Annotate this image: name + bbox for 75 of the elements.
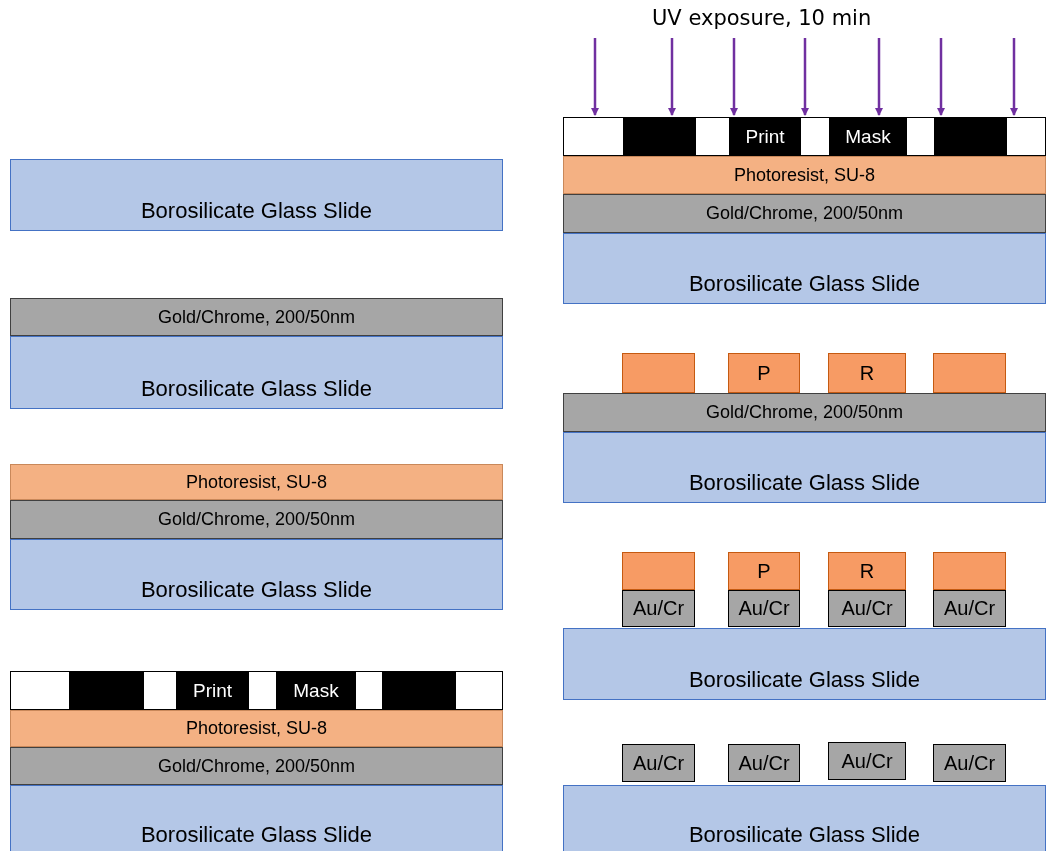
pad-label: Au/Cr [943, 751, 996, 775]
metal-pad [622, 744, 695, 782]
glass-slide-layer [563, 432, 1046, 503]
layer-label: Borosilicate Glass Slide [688, 470, 921, 496]
photoresist-layer [563, 156, 1046, 194]
metal-pad [828, 742, 906, 780]
photoresist-block [828, 552, 906, 590]
glass-slide-layer [563, 785, 1046, 851]
photoresist-block [728, 552, 800, 590]
layer-label: Photoresist, SU-8 [733, 164, 876, 186]
metal-layer [10, 747, 503, 785]
block-label: R [859, 361, 875, 385]
metal-layer [10, 500, 503, 539]
glass-slide-layer [10, 159, 503, 231]
mask-label: Mask [845, 126, 891, 148]
photoresist-block [933, 552, 1006, 590]
photoresist-block [622, 552, 695, 590]
layer-label: Gold/Chrome, 200/50nm [705, 203, 904, 224]
glass-slide-layer [563, 233, 1046, 304]
mask-block [829, 118, 907, 156]
layer-label: Borosilicate Glass Slide [688, 822, 921, 848]
mask-block [623, 118, 696, 156]
layer-label: Photoresist, SU-8 [185, 718, 328, 739]
metal-layer [10, 298, 503, 336]
layer-label: Borosilicate Glass Slide [688, 667, 921, 693]
layer-label: Borosilicate Glass Slide [140, 822, 373, 848]
metal-pad [728, 744, 800, 782]
photoresist-layer [10, 710, 503, 747]
mask-block [276, 672, 356, 710]
metal-layer [563, 194, 1046, 233]
pad-label: Au/Cr [841, 749, 893, 773]
photomask-bar [563, 117, 1046, 156]
glass-slide-layer [10, 785, 503, 851]
mask-block [934, 118, 1007, 156]
mask-label: Print [192, 680, 233, 702]
layer-label: Gold/Chrome, 200/50nm [157, 755, 356, 777]
process-note: UV exposure, 10 min [652, 6, 872, 30]
photomask-bar [10, 671, 503, 710]
mask-block [729, 118, 801, 156]
layer-label: Photoresist, SU-8 [185, 471, 328, 493]
mask-label: Print [745, 126, 785, 148]
photoresist-block [933, 353, 1006, 393]
photoresist-block [828, 353, 906, 393]
block-label: P [757, 361, 771, 385]
metal-pad [933, 590, 1006, 627]
layer-label: Gold/Chrome, 200/50nm [705, 402, 904, 423]
metal-pad [622, 590, 695, 627]
mask-block [69, 672, 144, 710]
layer-label: Gold/Chrome, 200/50nm [157, 306, 356, 328]
photoresist-block [622, 353, 695, 393]
pad-label: Au/Cr [943, 597, 996, 620]
pad-label: Au/Cr [632, 751, 685, 775]
layer-label: Borosilicate Glass Slide [140, 198, 373, 224]
pad-label: Au/Cr [738, 751, 790, 775]
pad-label: Au/Cr [632, 597, 685, 620]
metal-pad [828, 590, 906, 627]
layer-label: Borosilicate Glass Slide [140, 577, 373, 603]
metal-pad [728, 590, 800, 627]
metal-pad [933, 744, 1006, 782]
block-label: R [859, 559, 875, 583]
mask-label: Mask [293, 680, 339, 702]
glass-slide-layer [10, 336, 503, 409]
layer-label: Borosilicate Glass Slide [140, 376, 373, 402]
mask-block [382, 672, 456, 710]
mask-block [176, 672, 249, 710]
photoresist-layer [10, 464, 503, 500]
metal-layer [563, 393, 1046, 432]
photoresist-block [728, 353, 800, 393]
pad-label: Au/Cr [738, 597, 790, 620]
layer-label: Gold/Chrome, 200/50nm [157, 509, 356, 530]
glass-slide-layer [563, 628, 1046, 700]
block-label: P [757, 559, 771, 583]
pad-label: Au/Cr [841, 597, 893, 620]
layer-label: Borosilicate Glass Slide [688, 271, 921, 297]
glass-slide-layer [10, 539, 503, 610]
